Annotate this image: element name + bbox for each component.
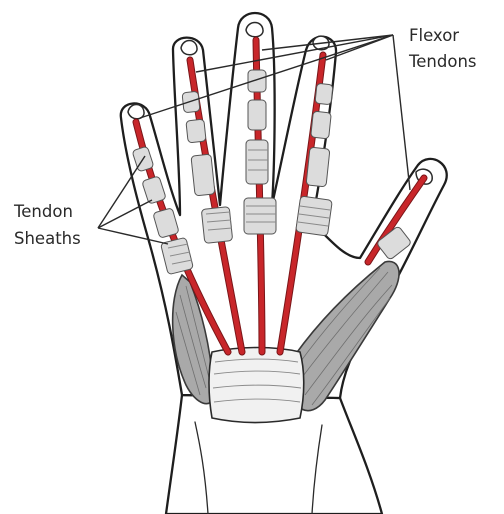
- sheath-ring-3: [246, 140, 268, 184]
- sheath-little-3: [306, 147, 330, 187]
- fingernail-ring: [246, 23, 263, 37]
- sheath-ring-2: [248, 100, 266, 130]
- flexor-retinaculum: [209, 348, 304, 423]
- sheath-ring-4: [244, 198, 276, 234]
- fingernail-index: [128, 105, 144, 119]
- sheath-little-1: [315, 83, 333, 105]
- flexor-tendons-label-line2: Tendons: [408, 52, 477, 71]
- tendon-sheaths-label-line1: Tendon: [13, 202, 73, 221]
- sheath-middle-3: [191, 154, 215, 196]
- tendon-sheaths-label-line2: Sheaths: [14, 229, 81, 248]
- flexor-tendons-label-line1: Flexor: [409, 26, 459, 45]
- sheath-little-2: [311, 111, 332, 139]
- fingernail-middle: [181, 41, 197, 55]
- sheath-middle-2: [186, 119, 206, 143]
